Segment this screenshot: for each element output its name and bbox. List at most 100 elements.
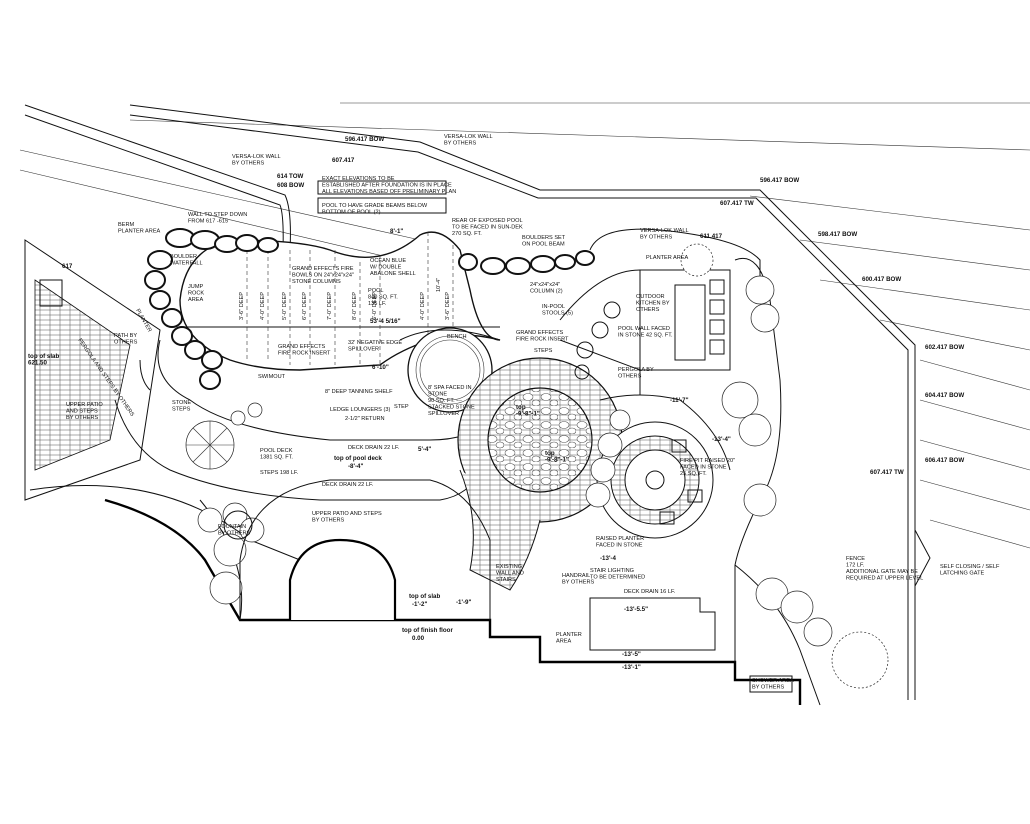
- depth-1: 3'-6" DEEP: [239, 292, 245, 320]
- planting-right: [585, 243, 889, 706]
- dim-13-1: -13'-1": [622, 664, 641, 671]
- label-elev-607-top: 607.417: [332, 157, 355, 164]
- label-bench: BENCH: [447, 334, 467, 340]
- bottom-planters: [317, 180, 793, 693]
- dim-13-5: -13'-5": [622, 651, 641, 658]
- label-elev-614-tow: 614 TOW: [277, 173, 304, 180]
- label-elev-602: 602.417 BOW: [925, 344, 964, 351]
- depth-9: 3'-6" DEEP: [445, 292, 451, 320]
- spa: [399, 327, 501, 413]
- fence: [914, 529, 931, 587]
- upper-patio-left: [24, 239, 301, 561]
- label-top-spa: top-9'-8"-1": [516, 404, 540, 418]
- contour-lines: [19, 102, 1030, 549]
- dim-8-4: -8'-4": [348, 463, 363, 470]
- depth-3: 5'-0" DEEP: [282, 292, 288, 320]
- depth-7: 6'-0" DEEP: [372, 292, 378, 320]
- label-elev-600: 600.417 BOW: [862, 276, 901, 283]
- fire-pit-area: [596, 421, 714, 539]
- label-planter-area-top: PLANTER AREA: [646, 255, 689, 261]
- label-elev-607-tw: 607.417 TW: [870, 469, 904, 476]
- label-top-pool-deck: top of pool deck: [334, 455, 382, 462]
- label-tanning-shelf: 8" DEEP TANNING SHELF: [325, 389, 393, 395]
- label-elev-596-right: 596.417 BOW: [760, 177, 799, 184]
- label-elev-617: 617: [62, 263, 73, 270]
- label-column: 24"x24"x24"COLUMN (2): [530, 282, 563, 295]
- label-step: STEP: [394, 404, 409, 410]
- label-elev-604: 604.417 BOW: [925, 392, 964, 399]
- outdoor-kitchen: [559, 228, 761, 395]
- label-elev-607-tw-top: 607.417 TW: [720, 200, 754, 207]
- label-elev-598: 598.417 BOW: [818, 231, 857, 238]
- dim-1-2: -1'-2": [412, 601, 427, 608]
- dim-8-1: 8'-1": [390, 228, 403, 235]
- dim-6-10: 6'-10": [372, 364, 389, 371]
- dim-13-4b: -13'-4: [600, 555, 616, 562]
- dim-10-4: 10'-4": [436, 278, 442, 292]
- dim-53-4: 53'-4 5/16": [370, 318, 401, 325]
- depth-8: 4'-0" DEEP: [420, 292, 426, 320]
- label-finish-floor-val: 0.00: [412, 635, 425, 642]
- round-patio: [457, 357, 623, 591]
- label-top-spa2: top-9'-8"-1": [545, 450, 569, 464]
- label-return: 2-1/2" RETURN: [345, 416, 385, 422]
- label-deck-drain-a: DECK DRAIN 22 LF.: [348, 445, 400, 451]
- depth-6: 8'-0" DEEP: [352, 292, 358, 320]
- upper-patio-arch: [223, 479, 491, 620]
- depth-5: 7'-0" DEEP: [327, 292, 333, 320]
- dim-13-5-5: -13'-5.5": [624, 606, 648, 613]
- label-swimout: SWIMOUT: [258, 374, 286, 380]
- label-top-finish-floor: top of finish floor: [402, 627, 453, 634]
- dim-1-9: -1'-9": [456, 599, 471, 606]
- depth-2: 4'-0" DEEP: [260, 292, 266, 320]
- label-elev-606: 606.417 BOW: [925, 457, 964, 464]
- label-steps-198: STEPS 198 LF.: [260, 470, 299, 476]
- label-elev-608-bow: 608 BOW: [277, 182, 304, 189]
- label-top-slab: top of slab: [409, 593, 440, 600]
- depth-4: 6'-0" DEEP: [302, 292, 308, 320]
- label-elev-596-top: 596.417 BOW: [345, 136, 384, 143]
- dim-5-4: 5'-4": [418, 446, 431, 453]
- label-elev-611: 611.417: [700, 233, 723, 240]
- label-ledge-loungers: LEDGE LOUNGERS (3): [330, 407, 390, 413]
- planting-left: [185, 402, 265, 605]
- label-steps-right: STEPS: [534, 348, 553, 354]
- label-deck-drain-16: DECK DRAIN 16 LF.: [624, 589, 676, 595]
